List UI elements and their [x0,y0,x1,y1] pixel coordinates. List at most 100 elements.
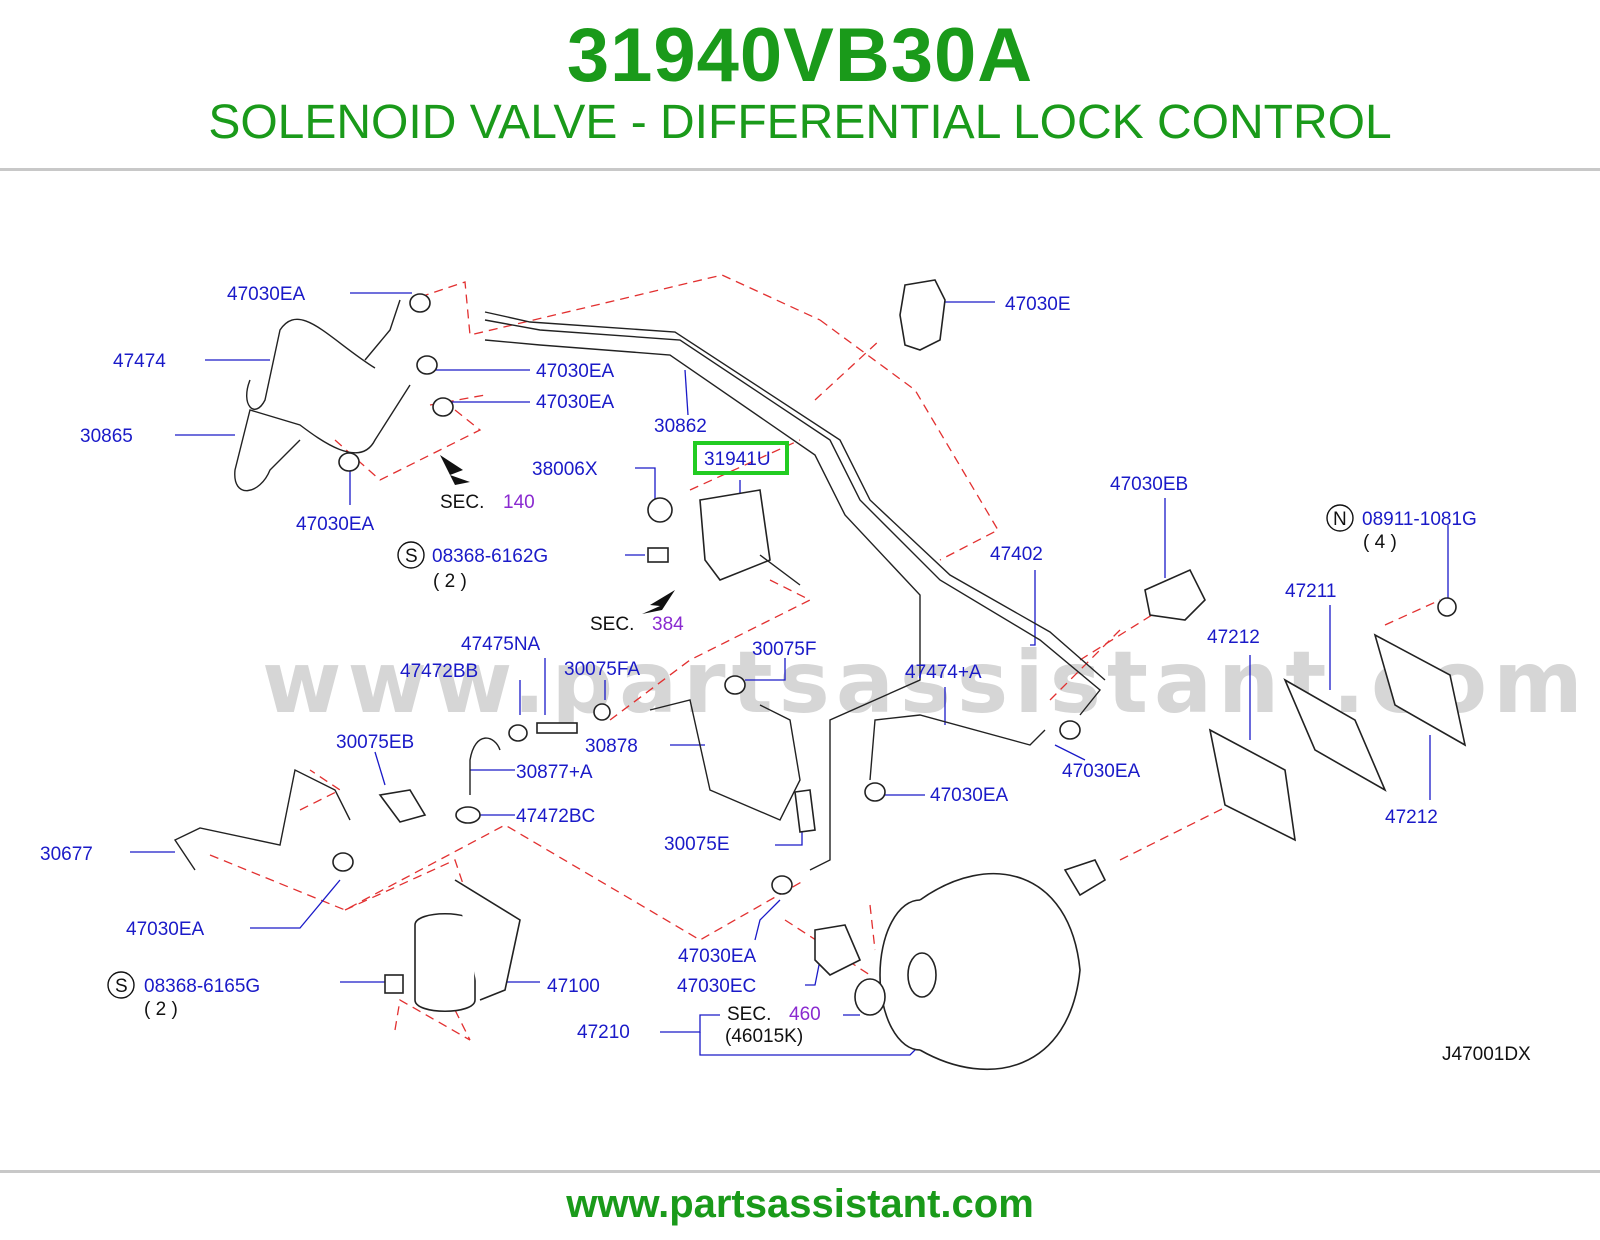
label-30877A[interactable]: 30877+A [516,762,593,783]
sec-140-number[interactable]: 140 [503,492,535,513]
badges: S N S [107,504,1354,999]
bracket-47030E [899,279,946,351]
badge-s-2 [107,971,135,999]
arrow-sec-384 [642,590,675,614]
sec-460-prefix: SEC. [727,1004,771,1025]
label-30865[interactable]: 30865 [80,426,133,447]
gasket-47212-left [1208,728,1297,842]
badge-n-1-text: N [1333,509,1347,530]
label-30075F[interactable]: 30075F [752,639,816,660]
label-08368-6165G[interactable]: 08368-6165G [144,976,260,997]
label-47030EC[interactable]: 47030EC [677,976,756,997]
label-38006X[interactable]: 38006X [532,459,598,480]
bottom-divider [0,1170,1600,1173]
label-47030EA-2[interactable]: 47030EA [536,361,615,382]
part-number: 31940VB30A [566,13,1034,98]
header: 31940VB30A SOLENOID VALVE - DIFFERENTIAL… [0,0,1600,170]
label-47030EA-6[interactable]: 47030EA [930,785,1009,806]
tube-47402-outer [484,311,1106,681]
label-30075FA[interactable]: 30075FA [564,659,640,680]
label-46015K: (46015K) [725,1026,803,1047]
tube-47402 [484,319,1101,716]
sec-384-number[interactable]: 384 [652,614,684,635]
badge-s-1 [397,541,425,569]
clamp-47472BC [455,806,481,824]
hose-47474 [246,318,376,410]
brake-booster-47210 [919,872,1081,1071]
sec-140-prefix: SEC. [440,492,484,513]
part-title: SOLENOID VALVE - DIFFERENTIAL LOCK CONTR… [208,96,1392,149]
selected-part-highlight [693,441,789,475]
clamp-47030EA-5 [1059,720,1081,740]
diagram-code: J47001DX [1442,1044,1531,1065]
label-47212-1[interactable]: 47212 [1207,627,1260,648]
label-30878[interactable]: 30878 [585,736,638,757]
hose-47474A [869,714,1046,781]
badge-s-2-text: S [115,976,128,997]
part-drawings [173,279,1467,1071]
canister-47100 [414,912,476,1013]
hose-30865 [234,384,411,492]
label-47210[interactable]: 47210 [577,1022,630,1043]
connector-47475NA [536,722,578,734]
label-47402[interactable]: 47402 [990,544,1043,565]
label-47030EB[interactable]: 47030EB [1110,474,1188,495]
label-47474[interactable]: 47474 [113,351,166,372]
clamp-47030EA-1 [409,293,431,313]
label-47030EA-3[interactable]: 47030EA [536,392,615,413]
bolt-08368-6162G [647,547,669,563]
hose-30877A [469,737,501,795]
label-30862[interactable]: 30862 [654,416,707,437]
clip-30075EB [378,789,427,823]
canister-bracket [454,879,521,1001]
gasket-47212-right [1373,633,1467,747]
part-labels: 47030EA 47474 47030EA 47030EA 30865 3086… [40,284,1531,1065]
qty-08368-6165G: ( 2 ) [144,999,178,1020]
label-47474A[interactable]: 47474+A [905,662,982,683]
footer-url[interactable]: www.partsassistant.com [566,1182,1034,1226]
label-30677[interactable]: 30677 [40,844,93,865]
clamp-47472BB [508,724,528,742]
label-08368-6162G[interactable]: 08368-6162G [432,546,548,567]
sec-384-prefix: SEC. [590,614,634,635]
label-31941U[interactable]: 31941U [704,449,771,470]
label-47030EA-5[interactable]: 47030EA [1062,761,1141,782]
bolt-08368-6165G [384,974,404,994]
solenoid-port [759,554,801,586]
solenoid-valve-31941U [699,489,771,581]
label-30075E[interactable]: 30075E [664,834,730,855]
label-08911-1081G[interactable]: 08911-1081G [1362,509,1477,530]
sec-460-number[interactable]: 460 [789,1004,821,1025]
nut-08911-1081G [1437,597,1457,617]
label-30075EB[interactable]: 30075EB [336,732,414,753]
clamp-30075FA [593,703,611,721]
booster-rod-clevis [1063,859,1107,897]
clamp-47030EA-3 [432,397,454,417]
badge-s-1-text: S [405,546,418,567]
label-47100[interactable]: 47100 [547,976,600,997]
clamp-47030EA-8 [771,875,793,895]
clamp-30075F [724,675,746,695]
label-47211[interactable]: 47211 [1285,581,1336,602]
label-47472BC[interactable]: 47472BC [516,806,595,827]
label-47030E[interactable]: 47030E [1005,294,1071,315]
arrow-sec-140 [440,455,470,485]
connector-47030EC [814,924,862,976]
section-arrows [440,455,675,614]
spacer-47211 [1283,678,1387,792]
clip-38006X [647,497,673,523]
hose-30878 [649,699,801,821]
hose-30677 [173,768,351,871]
label-47030EA-1[interactable]: 47030EA [227,284,306,305]
label-47030EA-8[interactable]: 47030EA [678,946,757,967]
badge-n-1 [1326,504,1354,532]
clip-30075E [794,789,816,833]
label-47030EA-4[interactable]: 47030EA [296,514,375,535]
label-47472BB[interactable]: 47472BB [400,661,478,682]
tube-30862 [484,339,921,871]
label-47475NA[interactable]: 47475NA [461,634,541,655]
label-47030EA-7[interactable]: 47030EA [126,919,205,940]
o-ring [854,978,886,1016]
label-47212-2[interactable]: 47212 [1385,807,1438,828]
clamp-47030EA-2 [416,355,438,375]
